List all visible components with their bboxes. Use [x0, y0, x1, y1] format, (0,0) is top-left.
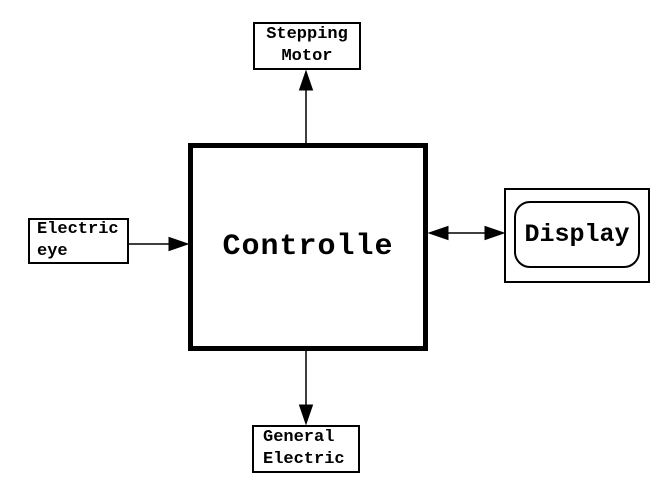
arrow-controller-display-bidirectional-icon — [427, 225, 506, 241]
node-controller: Controlle — [188, 143, 428, 351]
node-display: Display — [504, 188, 650, 283]
node-electric-eye-label: Electric eye — [37, 220, 119, 261]
node-general-electric: General Electric — [252, 425, 360, 473]
arrow-controller-to-stepping-motor-icon — [298, 69, 314, 143]
arrow-controller-to-general-electric-icon — [298, 351, 314, 426]
node-stepping-motor-label: Stepping Motor — [266, 25, 348, 66]
node-controller-label: Controlle — [222, 230, 394, 264]
node-general-electric-label: General Electric — [263, 428, 345, 469]
arrow-electric-eye-to-controller-icon — [129, 236, 190, 252]
node-display-label: Display — [524, 220, 630, 249]
node-electric-eye: Electric eye — [28, 218, 129, 264]
node-stepping-motor: Stepping Motor — [253, 22, 361, 70]
display-screen-shape: Display — [514, 201, 640, 268]
